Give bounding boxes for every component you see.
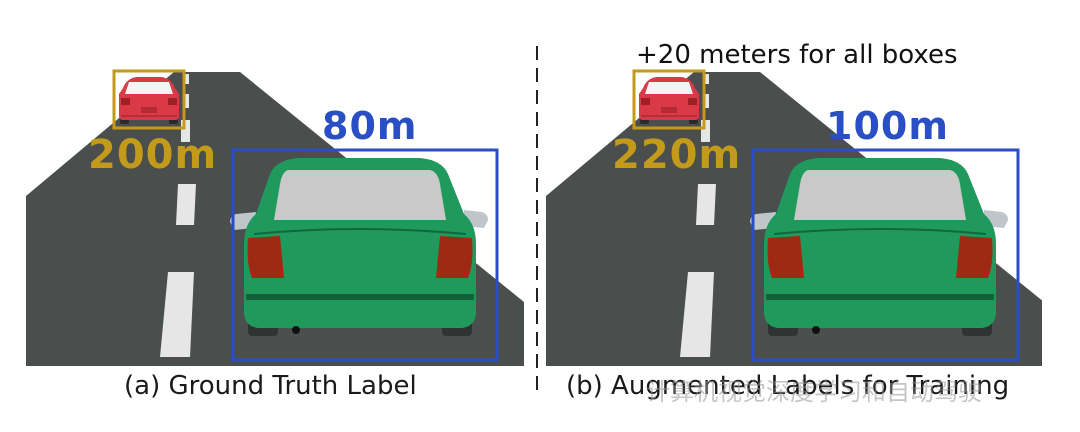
near-car-box [231, 148, 499, 362]
far-car-box [632, 69, 706, 130]
watermark-text: 计算机视觉深度学习和自动驾驶 [646, 378, 982, 406]
panel-b-far-distance: 220m [612, 132, 742, 178]
panel-b-scene [546, 72, 1042, 366]
panel-a-far-distance: 200m [88, 132, 218, 178]
panel-a-near-distance: 80m [322, 104, 418, 148]
augmentation-note: +20 meters for all boxes [636, 40, 958, 70]
near-car-box [751, 148, 1020, 362]
panel-a-caption: (a) Ground Truth Label [124, 371, 417, 401]
panel-b-caption: (b) Augmented Labels for Training [566, 371, 1010, 401]
panel-a-scene [26, 72, 524, 366]
far-car-box [112, 69, 186, 130]
panel-b-near-distance: 100m [826, 104, 949, 148]
